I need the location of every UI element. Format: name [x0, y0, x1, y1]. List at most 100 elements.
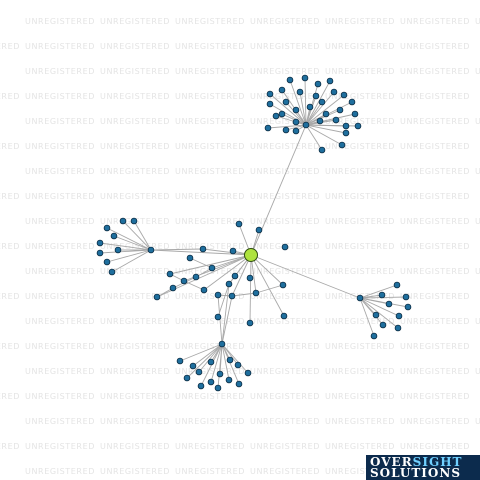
graph-node[interactable] [147, 246, 155, 254]
graph-node[interactable] [322, 110, 330, 118]
graph-node[interactable] [264, 124, 272, 132]
graph-node[interactable] [218, 340, 226, 348]
graph-node[interactable] [404, 303, 412, 311]
graph-node[interactable] [385, 300, 393, 308]
graph-node[interactable] [348, 98, 356, 106]
graph-node[interactable] [356, 294, 364, 302]
graph-node[interactable] [316, 117, 324, 125]
graph-node[interactable] [231, 272, 239, 280]
graph-node[interactable] [378, 291, 386, 299]
graph-node[interactable] [394, 324, 402, 332]
graph-node[interactable] [189, 362, 197, 370]
graph-node[interactable] [225, 376, 233, 384]
watermark-text: UNREGISTERED [100, 417, 170, 426]
graph-node[interactable] [200, 286, 208, 294]
graph-node[interactable] [234, 361, 242, 369]
graph-edge [217, 343, 223, 389]
graph-node[interactable] [169, 284, 177, 292]
watermark-text: UNREGISTERED [325, 267, 395, 276]
graph-node[interactable] [96, 249, 104, 257]
graph-node[interactable] [266, 90, 274, 98]
graph-node[interactable] [342, 122, 350, 130]
graph-node[interactable] [207, 358, 215, 366]
graph-node[interactable] [183, 374, 191, 382]
graph-node[interactable] [393, 281, 401, 289]
graph-node[interactable] [272, 112, 280, 120]
graph-node[interactable] [229, 247, 237, 255]
graph-node[interactable] [195, 368, 203, 376]
graph-node[interactable] [282, 126, 290, 134]
graph-node[interactable] [266, 100, 274, 108]
graph-node[interactable] [280, 312, 288, 320]
graph-node[interactable] [96, 239, 104, 247]
graph-node[interactable] [103, 258, 111, 266]
graph-node[interactable] [301, 74, 309, 82]
graph-node[interactable] [338, 141, 346, 149]
graph-node[interactable] [278, 110, 286, 118]
graph-node[interactable] [192, 273, 200, 281]
focus-entity-node[interactable] [244, 248, 258, 262]
graph-node[interactable] [292, 106, 300, 114]
graph-node[interactable] [255, 226, 263, 234]
graph-node[interactable] [372, 311, 380, 319]
graph-node[interactable] [354, 122, 362, 130]
graph-edge [299, 91, 307, 126]
graph-node[interactable] [302, 121, 310, 129]
graph-node[interactable] [292, 127, 300, 135]
graph-node[interactable] [216, 370, 224, 378]
graph-node[interactable] [246, 274, 254, 282]
graph-node[interactable] [246, 319, 254, 327]
graph-node[interactable] [370, 332, 378, 340]
watermark-text: UNREGISTERED [175, 42, 245, 51]
graph-node[interactable] [351, 110, 359, 118]
graph-node[interactable] [402, 293, 410, 301]
graph-node[interactable] [114, 246, 122, 254]
graph-node[interactable] [379, 321, 387, 329]
graph-node[interactable] [153, 293, 161, 301]
graph-node[interactable] [340, 91, 348, 99]
graph-node[interactable] [176, 357, 184, 365]
graph-node[interactable] [395, 312, 403, 320]
graph-node[interactable] [292, 118, 300, 126]
graph-node[interactable] [103, 224, 111, 232]
graph-edge [305, 101, 323, 126]
graph-node[interactable] [214, 313, 222, 321]
graph-node[interactable] [252, 289, 260, 297]
graph-node[interactable] [208, 264, 216, 272]
graph-node[interactable] [186, 254, 194, 262]
graph-node[interactable] [235, 220, 243, 228]
graph-node[interactable] [282, 98, 290, 106]
graph-node[interactable] [199, 245, 207, 253]
graph-node[interactable] [330, 88, 338, 96]
graph-node[interactable] [342, 129, 350, 137]
graph-node[interactable] [180, 277, 188, 285]
graph-node[interactable] [281, 243, 289, 251]
watermark-text: UNREGISTERED [250, 142, 320, 151]
graph-node[interactable] [312, 92, 320, 100]
graph-node[interactable] [332, 116, 340, 124]
graph-node[interactable] [214, 384, 222, 392]
graph-node[interactable] [226, 356, 234, 364]
graph-node[interactable] [166, 270, 174, 278]
graph-node[interactable] [306, 103, 314, 111]
graph-node[interactable] [119, 217, 127, 225]
graph-node[interactable] [110, 232, 118, 240]
graph-node[interactable] [108, 268, 116, 276]
graph-node[interactable] [225, 280, 233, 288]
graph-node[interactable] [235, 380, 243, 388]
graph-node[interactable] [326, 77, 334, 85]
graph-node[interactable] [278, 86, 286, 94]
graph-node[interactable] [197, 382, 205, 390]
graph-node[interactable] [228, 292, 236, 300]
graph-node[interactable] [207, 378, 215, 386]
graph-node[interactable] [286, 76, 294, 84]
graph-node[interactable] [130, 217, 138, 225]
graph-node[interactable] [244, 369, 252, 377]
graph-node[interactable] [314, 80, 322, 88]
graph-node[interactable] [318, 98, 326, 106]
graph-node[interactable] [279, 281, 287, 289]
graph-node[interactable] [296, 88, 304, 96]
graph-node[interactable] [336, 106, 344, 114]
graph-node[interactable] [214, 291, 222, 299]
graph-node[interactable] [318, 146, 326, 154]
